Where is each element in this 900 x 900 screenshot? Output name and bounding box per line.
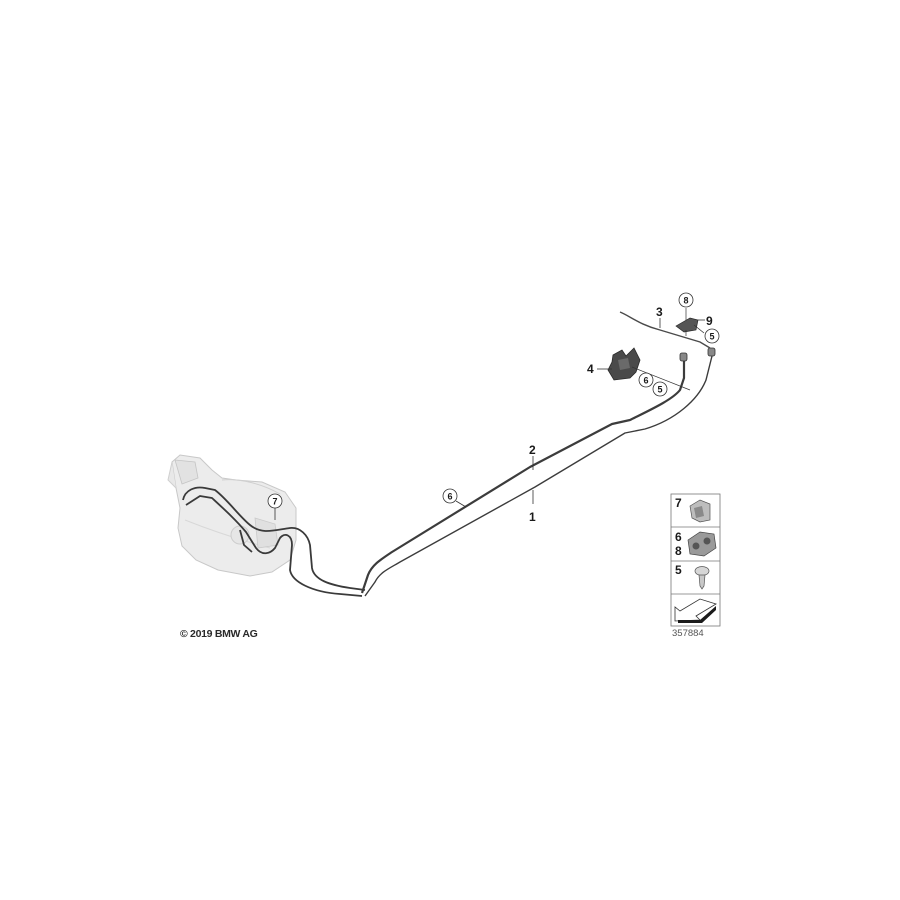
legend-row-direction-arrow [674,598,717,623]
fuel-line-1 [364,355,713,597]
svg-text:6: 6 [675,530,682,544]
rivet-icon [694,566,710,576]
callout-3: 3 [656,305,663,319]
callout-circle-6-bracket: 6 [638,372,654,388]
leader-lines [274,318,705,520]
pipe-end-fittings [679,347,716,362]
callout-circle-5-bracket: 5 [652,381,668,397]
legend-row-rivet-5: 5 [675,563,710,590]
pipe-holder-icon [687,531,717,557]
fuel-tank [167,454,297,577]
svg-text:5: 5 [657,385,662,395]
svg-text:7: 7 [272,497,277,507]
legend-row-holder-6-8: 6 8 [675,530,717,558]
direction-arrow-icon [674,598,717,622]
copyright-notice: © 2019 BMW AG [180,628,258,640]
svg-text:5: 5 [675,563,682,577]
bracket-4 [607,347,691,391]
callout-4: 4 [587,362,594,376]
svg-text:6: 6 [643,376,648,386]
callout-circle-8: 8 [678,292,694,308]
fuel-line-2 [360,360,686,594]
callout-circle-6-line: 6 [442,488,458,504]
tank-pipes [182,486,366,597]
callout-2: 2 [529,443,536,457]
front-pipe-3 [619,311,711,349]
legend-row-clip-7: 7 [675,496,711,523]
callout-circle-7: 7 [267,493,283,509]
svg-text:8: 8 [675,544,682,558]
svg-text:8: 8 [683,296,688,306]
clip-8 [675,308,699,336]
parts-legend: 7 6 8 5 [670,493,721,627]
svg-text:7: 7 [675,496,682,510]
diagram-number: 357884 [672,628,704,639]
callout-9: 9 [706,314,713,328]
callout-1: 1 [529,510,536,524]
callout-circle-5-top: 5 [704,328,720,344]
svg-text:5: 5 [709,332,714,342]
svg-text:6: 6 [447,492,452,502]
